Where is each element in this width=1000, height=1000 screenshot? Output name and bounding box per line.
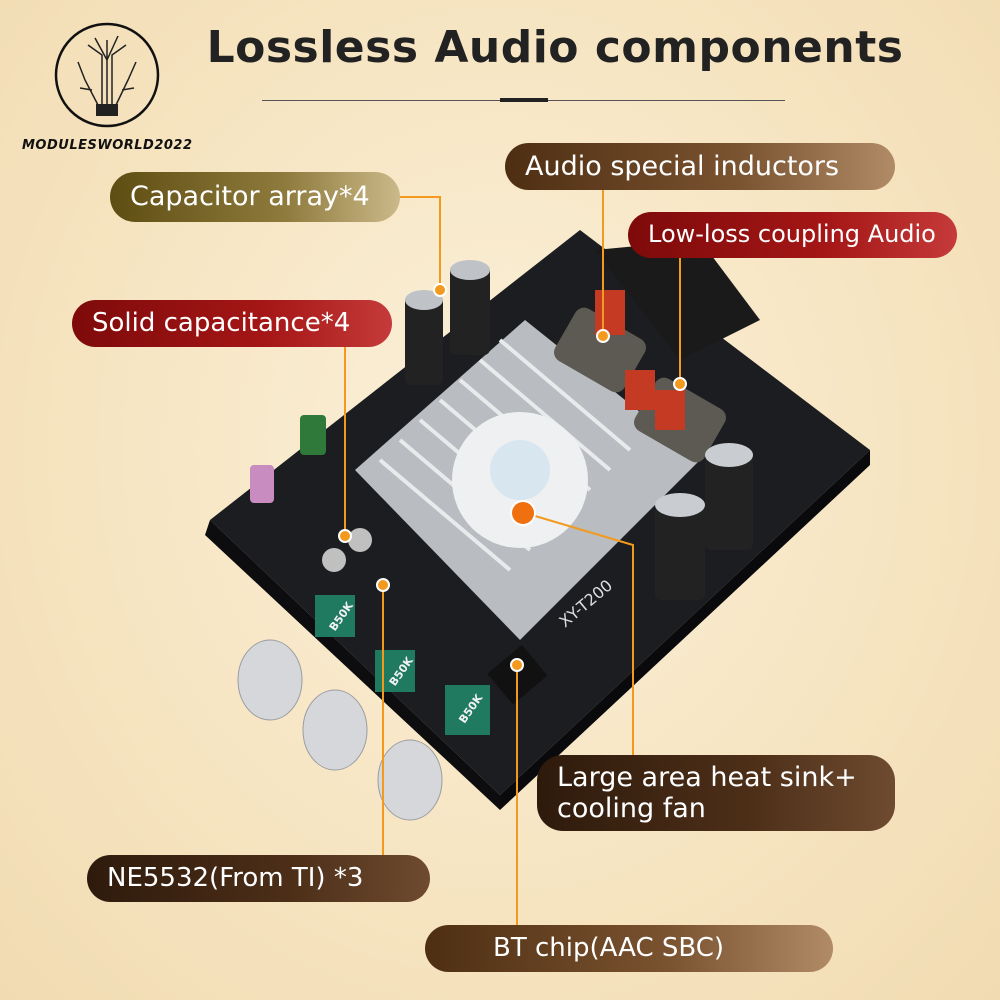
page-title: Lossless Audio components (206, 22, 904, 73)
potentiometer (315, 595, 355, 637)
callout-dots (338, 283, 687, 672)
coupling-capacitor (625, 370, 655, 410)
amplifier-board: B50K B50K B50K XY-T200 (205, 230, 870, 821)
coupling-capacitor (655, 390, 685, 430)
terminal-block (595, 240, 760, 360)
callout-capacitor-array: Capacitor array*4 (110, 172, 400, 222)
callout-heat-sink-line2: cooling fan (557, 793, 706, 824)
callout-opamp: NE5532(From TI) *3 (87, 855, 430, 902)
potentiometer (375, 650, 415, 692)
callout-coupling: Low-loss coupling Audio (628, 212, 957, 258)
callout-solid-capacitance: Solid capacitance*4 (72, 300, 392, 347)
callout-heat-sink-line1: Large area heat sink+ (557, 761, 857, 793)
knob-3 (377, 739, 443, 821)
callout-audio-inductors: Audio special inductors (505, 143, 895, 190)
callout-heat-sink: Large area heat sink+ cooling fan (537, 755, 895, 831)
potentiometer (445, 685, 490, 735)
knob-1 (237, 639, 303, 721)
coupling-capacitor (595, 290, 625, 335)
leader-lines (344, 190, 681, 925)
title-divider-accent (500, 98, 548, 102)
brand-name: MODULESWORLD2022 (22, 138, 193, 153)
callout-bt-chip: BT chip(AAC SBC) (425, 925, 833, 972)
brand-logo (54, 22, 160, 128)
knob-2 (302, 689, 368, 771)
